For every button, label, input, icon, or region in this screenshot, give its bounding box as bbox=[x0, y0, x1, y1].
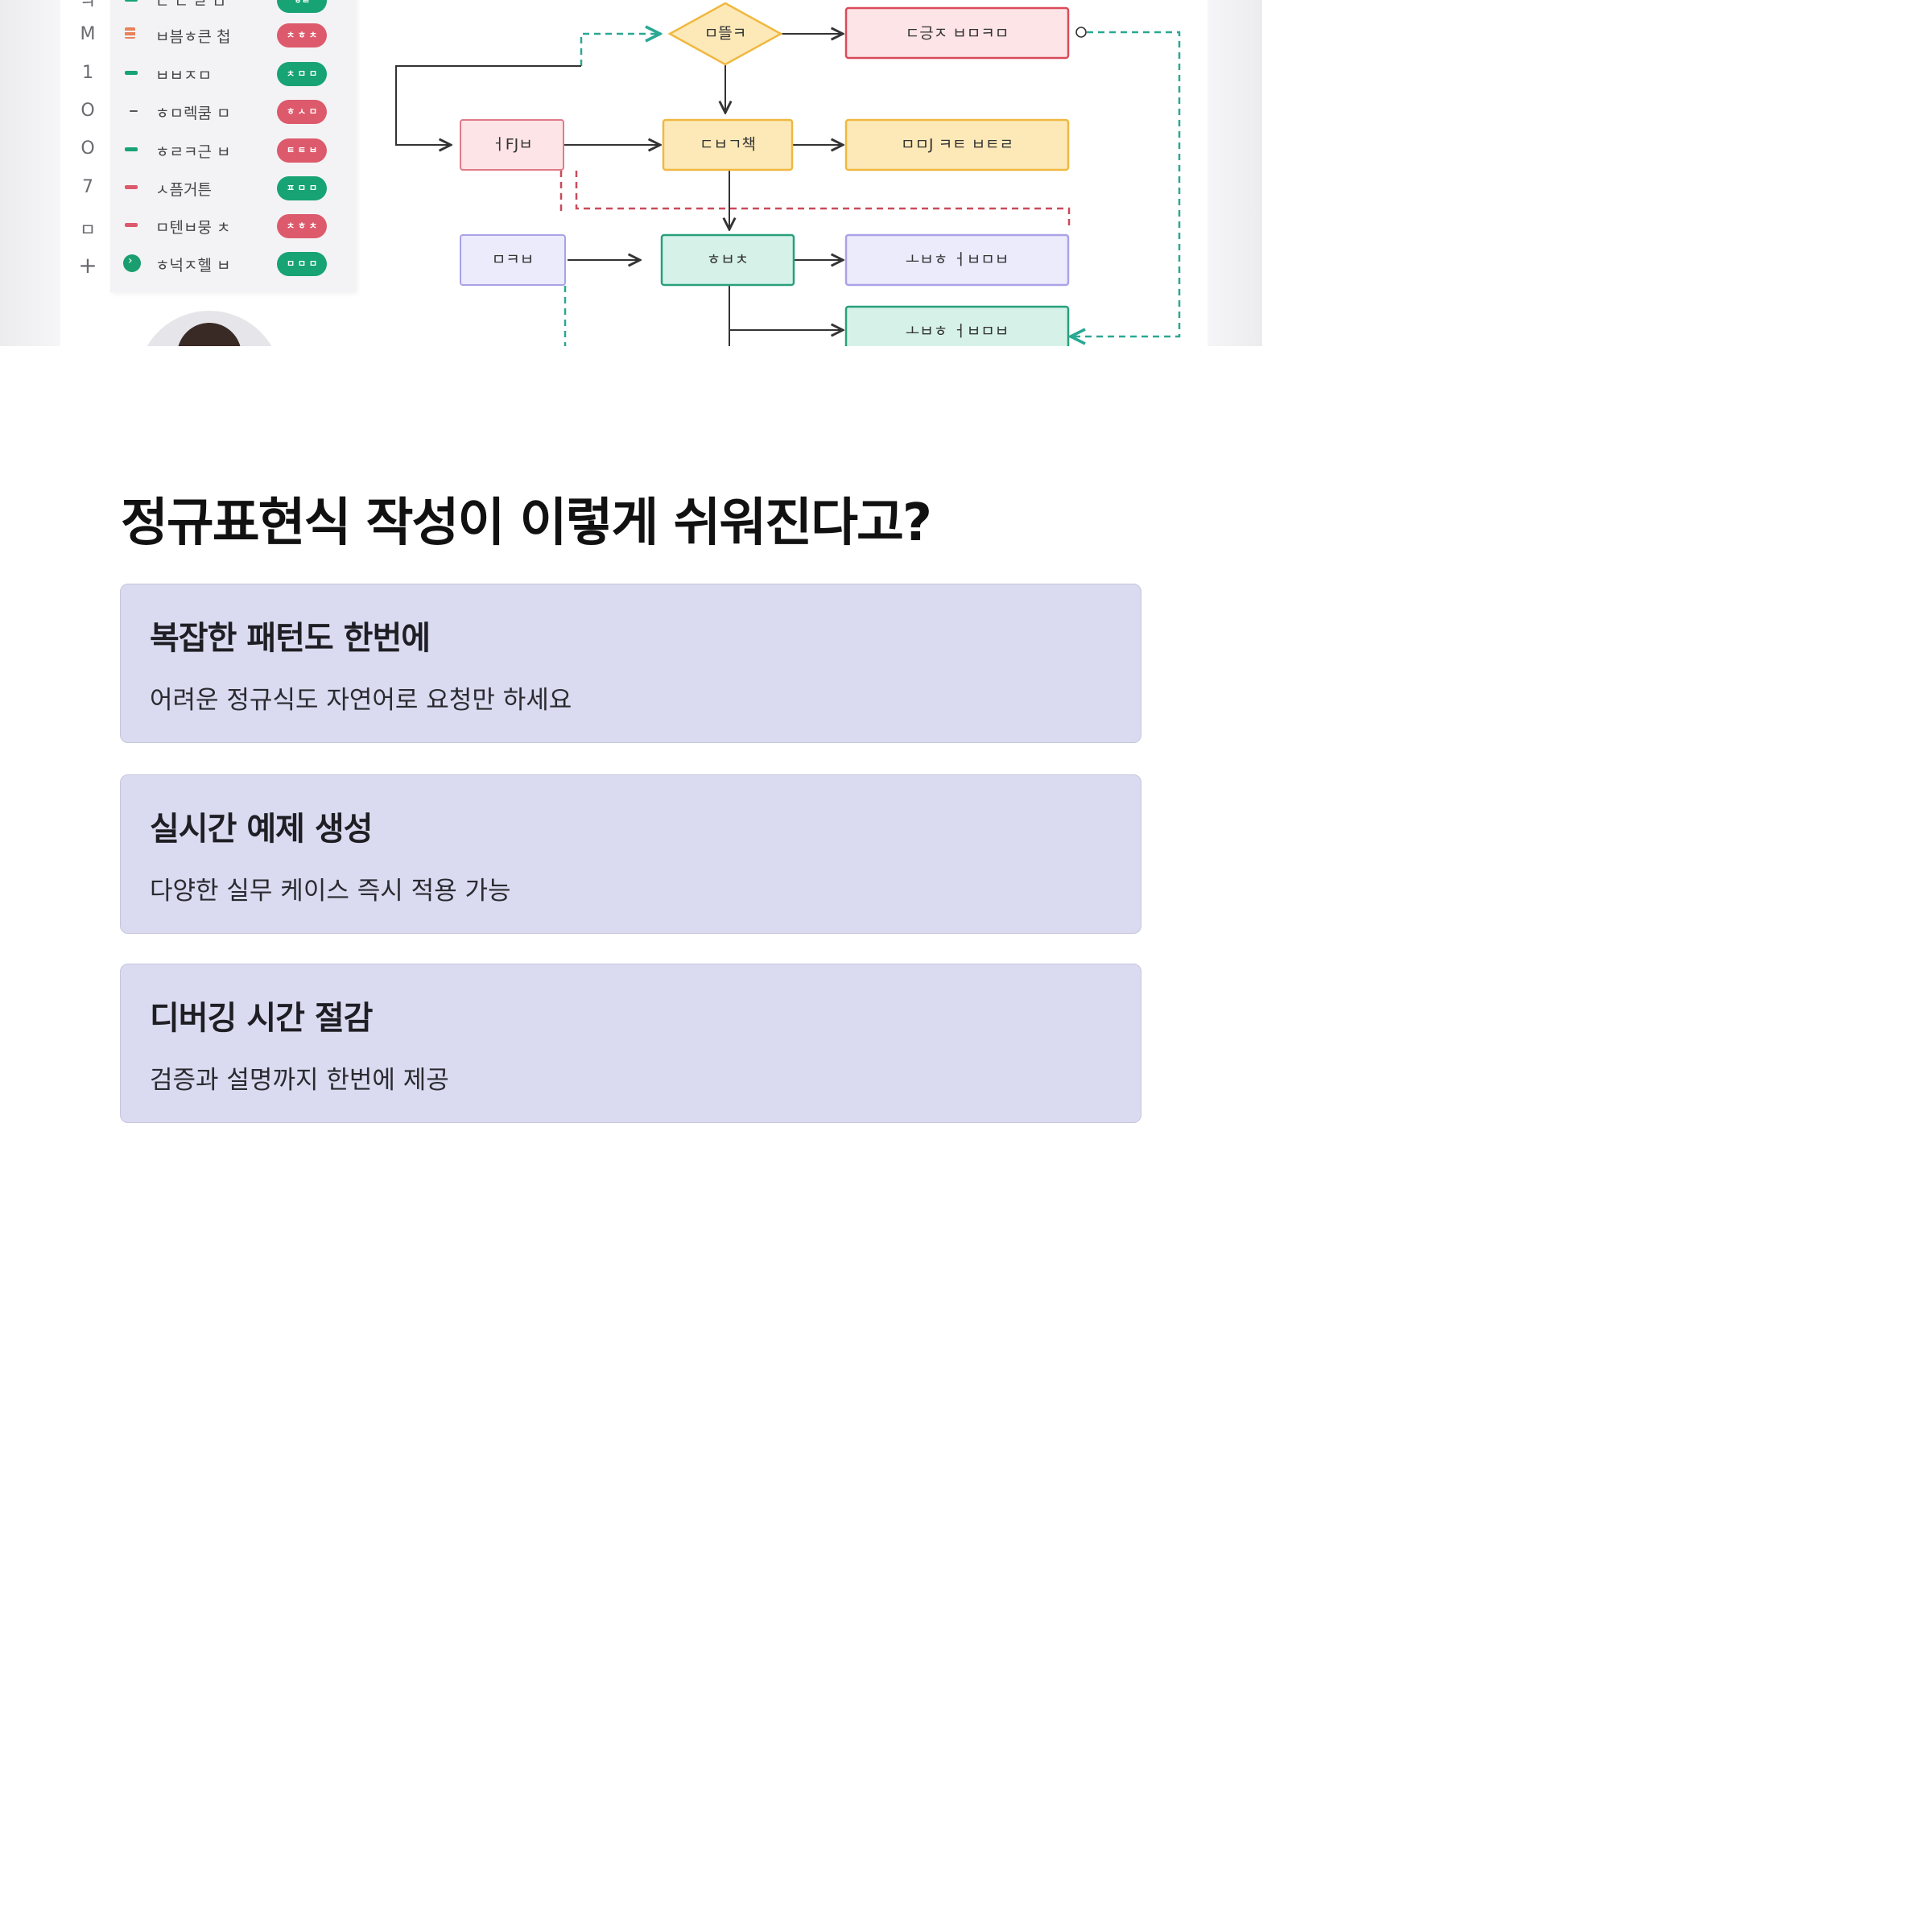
feature-description: 검증과 설명까지 한번에 제공 bbox=[150, 1066, 449, 1095]
list-item[interactable]: ㅎㅁ렉쿰 ㅁ ㅎ ㅅ ㅁ bbox=[110, 95, 356, 127]
list-item-label: ㅎ넉ㅈ헬 ㅂ bbox=[155, 257, 231, 275]
process-node-right-mid[interactable]: ㅁㅁJ ㅋㅌ ㅂㅌㄹ bbox=[844, 118, 1070, 171]
add-row-icon[interactable]: + bbox=[78, 252, 97, 279]
page-title: 정규표현식 작성이 이렇게 쉬워진다고? bbox=[121, 493, 932, 553]
gutter-glyph: 7 bbox=[82, 177, 93, 197]
feature-description: 어려운 정규식도 자연어로 요청만 하세요 bbox=[150, 686, 572, 715]
task-list-panel: ㄷ ㄴ ㄹ ㅁ ㅎㄹ ㅂ븜ㅎ큰 첩 ㅊ ㅎ ㅊ ㅂㅂㅈㅁ ㅊ ㅁ ㅁ ㅎㅁ렉쿰 … bbox=[110, 0, 356, 292]
status-badge: ㅍ ㅁ ㅁ bbox=[277, 176, 327, 200]
node-label: ㅗㅂㅎ ㅓㅂㅁㅂ bbox=[906, 323, 1009, 341]
status-marker bbox=[125, 0, 138, 2]
check-circle-icon bbox=[123, 254, 141, 272]
list-item-label: ㅂ븜ㅎ큰 첩 bbox=[155, 28, 231, 46]
list-item[interactable]: ㅎㄹㅋ근 ㅂ ㅌ ㅌ ㅂ bbox=[110, 134, 356, 166]
status-marker bbox=[125, 71, 138, 75]
gutter-glyph: O bbox=[80, 101, 95, 121]
backdrop-left bbox=[0, 0, 60, 346]
row-gutter: ㅋ M 1 O O 7 ㅁ + bbox=[60, 0, 110, 346]
gutter-glyph: O bbox=[80, 138, 95, 159]
status-badge: ㅎㄹ bbox=[277, 0, 327, 13]
hero-screenshot: ㅋ M 1 O O 7 ㅁ + ㄷ ㄴ ㄹ ㅁ ㅎㄹ ㅂ븜ㅎ큰 첩 ㅊ ㅎ ㅊ bbox=[0, 0, 1262, 346]
status-marker bbox=[125, 223, 138, 227]
feature-card: 복잡한 패턴도 한번에 어려운 정규식도 자연어로 요청만 하세요 bbox=[120, 584, 1141, 743]
status-badge: ㅁ ㅁ ㅁ bbox=[277, 252, 327, 276]
list-item-label: ㅅ픔거튼 bbox=[155, 181, 212, 199]
status-marker bbox=[130, 110, 138, 112]
node-label: ㅎㅂㅊ bbox=[707, 251, 749, 269]
status-marker bbox=[125, 185, 138, 189]
status-badge: ㅊ ㅎ ㅊ bbox=[277, 23, 327, 47]
connector-port bbox=[1075, 27, 1087, 38]
feature-card: 디버깅 시간 절감 검증과 설명까지 한번에 제공 bbox=[120, 964, 1141, 1123]
status-badge: ㅊ ㅁ ㅁ bbox=[277, 62, 327, 86]
gutter-glyph: ㅋ bbox=[79, 0, 97, 14]
feature-card: 실시간 예제 생성 다양한 실무 케이스 즉시 적용 가능 bbox=[120, 774, 1141, 934]
process-node-right-low[interactable]: ㅗㅂㅎ ㅓㅂㅁㅂ bbox=[844, 233, 1070, 287]
node-label: ㅁㅁJ ㅋㅌ ㅂㅌㄹ bbox=[901, 136, 1013, 154]
decision-node-label: ㅁ뜰ㅋ bbox=[704, 25, 746, 43]
list-item[interactable]: ㅎ넉ㅈ헬 ㅂ ㅁ ㅁ ㅁ bbox=[110, 247, 356, 279]
status-marker bbox=[125, 27, 135, 39]
flow-connectors bbox=[395, 27, 1181, 346]
list-item-label: ㅎㅁ렉쿰 ㅁ bbox=[155, 105, 231, 122]
process-node-center-low[interactable]: ㅎㅂㅊ bbox=[660, 233, 795, 287]
list-item[interactable]: ㄷ ㄴ ㄹ ㅁ ㅎㄹ bbox=[110, 0, 356, 16]
node-label: ㄷ긍ㅈ ㅂㅁㅋㅁ bbox=[906, 25, 1009, 43]
process-node-left-mid[interactable]: ㅓFJㅂ bbox=[460, 119, 564, 171]
dashed-connector bbox=[1071, 31, 1181, 336]
gutter-glyph: 1 bbox=[82, 63, 93, 83]
list-item[interactable]: ㅁ텐ㅂ뭉 ㅊ ㅊ ㅎ ㅊ bbox=[110, 209, 356, 242]
feature-title: 복잡한 패턴도 한번에 bbox=[150, 620, 431, 657]
app-window: ㅋ M 1 O O 7 ㅁ + ㄷ ㄴ ㄹ ㅁ ㅎㄹ ㅂ븜ㅎ큰 첩 ㅊ ㅎ ㅊ bbox=[60, 0, 1208, 346]
gutter-glyph: M bbox=[80, 24, 96, 44]
decision-node[interactable]: ㅁ뜰ㅋ bbox=[667, 2, 783, 66]
flowchart: ㅁ뜰ㅋ ㄷ긍ㅈ ㅂㅁㅋㅁ ㅓFJㅂ ㄷㅂㄱ책 ㅁㅁJ ㅋㅌ ㅂㅌㄹ ㅁㅋㅂ bbox=[395, 2, 1181, 346]
dashed-connector bbox=[575, 171, 1071, 227]
process-node-center-mid[interactable]: ㄷㅂㄱ책 bbox=[662, 118, 794, 171]
connector bbox=[395, 65, 581, 145]
feature-title: 디버깅 시간 절감 bbox=[150, 1000, 373, 1037]
node-label: ㅁㅋㅂ bbox=[492, 251, 534, 269]
process-node-left-low[interactable]: ㅁㅋㅂ bbox=[460, 234, 566, 286]
node-label: ㅓFJㅂ bbox=[491, 136, 533, 154]
status-badge: ㅊ ㅎ ㅊ bbox=[277, 214, 327, 238]
process-node-top-right[interactable]: ㄷ긍ㅈ ㅂㅁㅋㅁ bbox=[844, 6, 1070, 60]
node-label: ㅗㅂㅎ ㅓㅂㅁㅂ bbox=[906, 251, 1009, 269]
status-marker bbox=[125, 147, 138, 151]
list-item-label: ㅂㅂㅈㅁ bbox=[155, 67, 212, 85]
list-item[interactable]: ㅂㅂㅈㅁ ㅊ ㅁ ㅁ bbox=[110, 57, 356, 89]
status-badge: ㅌ ㅌ ㅂ bbox=[277, 138, 327, 163]
gutter-glyph: ㅁ bbox=[79, 221, 97, 241]
list-item[interactable]: ㅂ븜ㅎ큰 첩 ㅊ ㅎ ㅊ bbox=[110, 19, 356, 51]
list-item-label: ㅎㄹㅋ근 ㅂ bbox=[155, 143, 231, 161]
node-label: ㄷㅂㄱ책 bbox=[700, 136, 756, 154]
status-badge: ㅎ ㅅ ㅁ bbox=[277, 100, 327, 124]
list-item-label: ㅁ텐ㅂ뭉 ㅊ bbox=[155, 219, 231, 237]
feature-description: 다양한 실무 케이스 즉시 적용 가능 bbox=[150, 877, 511, 906]
connector bbox=[729, 286, 843, 346]
process-node-right-bottom[interactable]: ㅗㅂㅎ ㅓㅂㅁㅂ bbox=[844, 305, 1070, 346]
dashed-connector bbox=[580, 34, 660, 66]
backdrop-right bbox=[1206, 0, 1262, 346]
feature-title: 실시간 예제 생성 bbox=[150, 811, 373, 848]
list-item[interactable]: ㅅ픔거튼 ㅍ ㅁ ㅁ bbox=[110, 171, 356, 204]
list-item-label: ㄷ ㄴ ㄹ ㅁ bbox=[155, 0, 227, 11]
